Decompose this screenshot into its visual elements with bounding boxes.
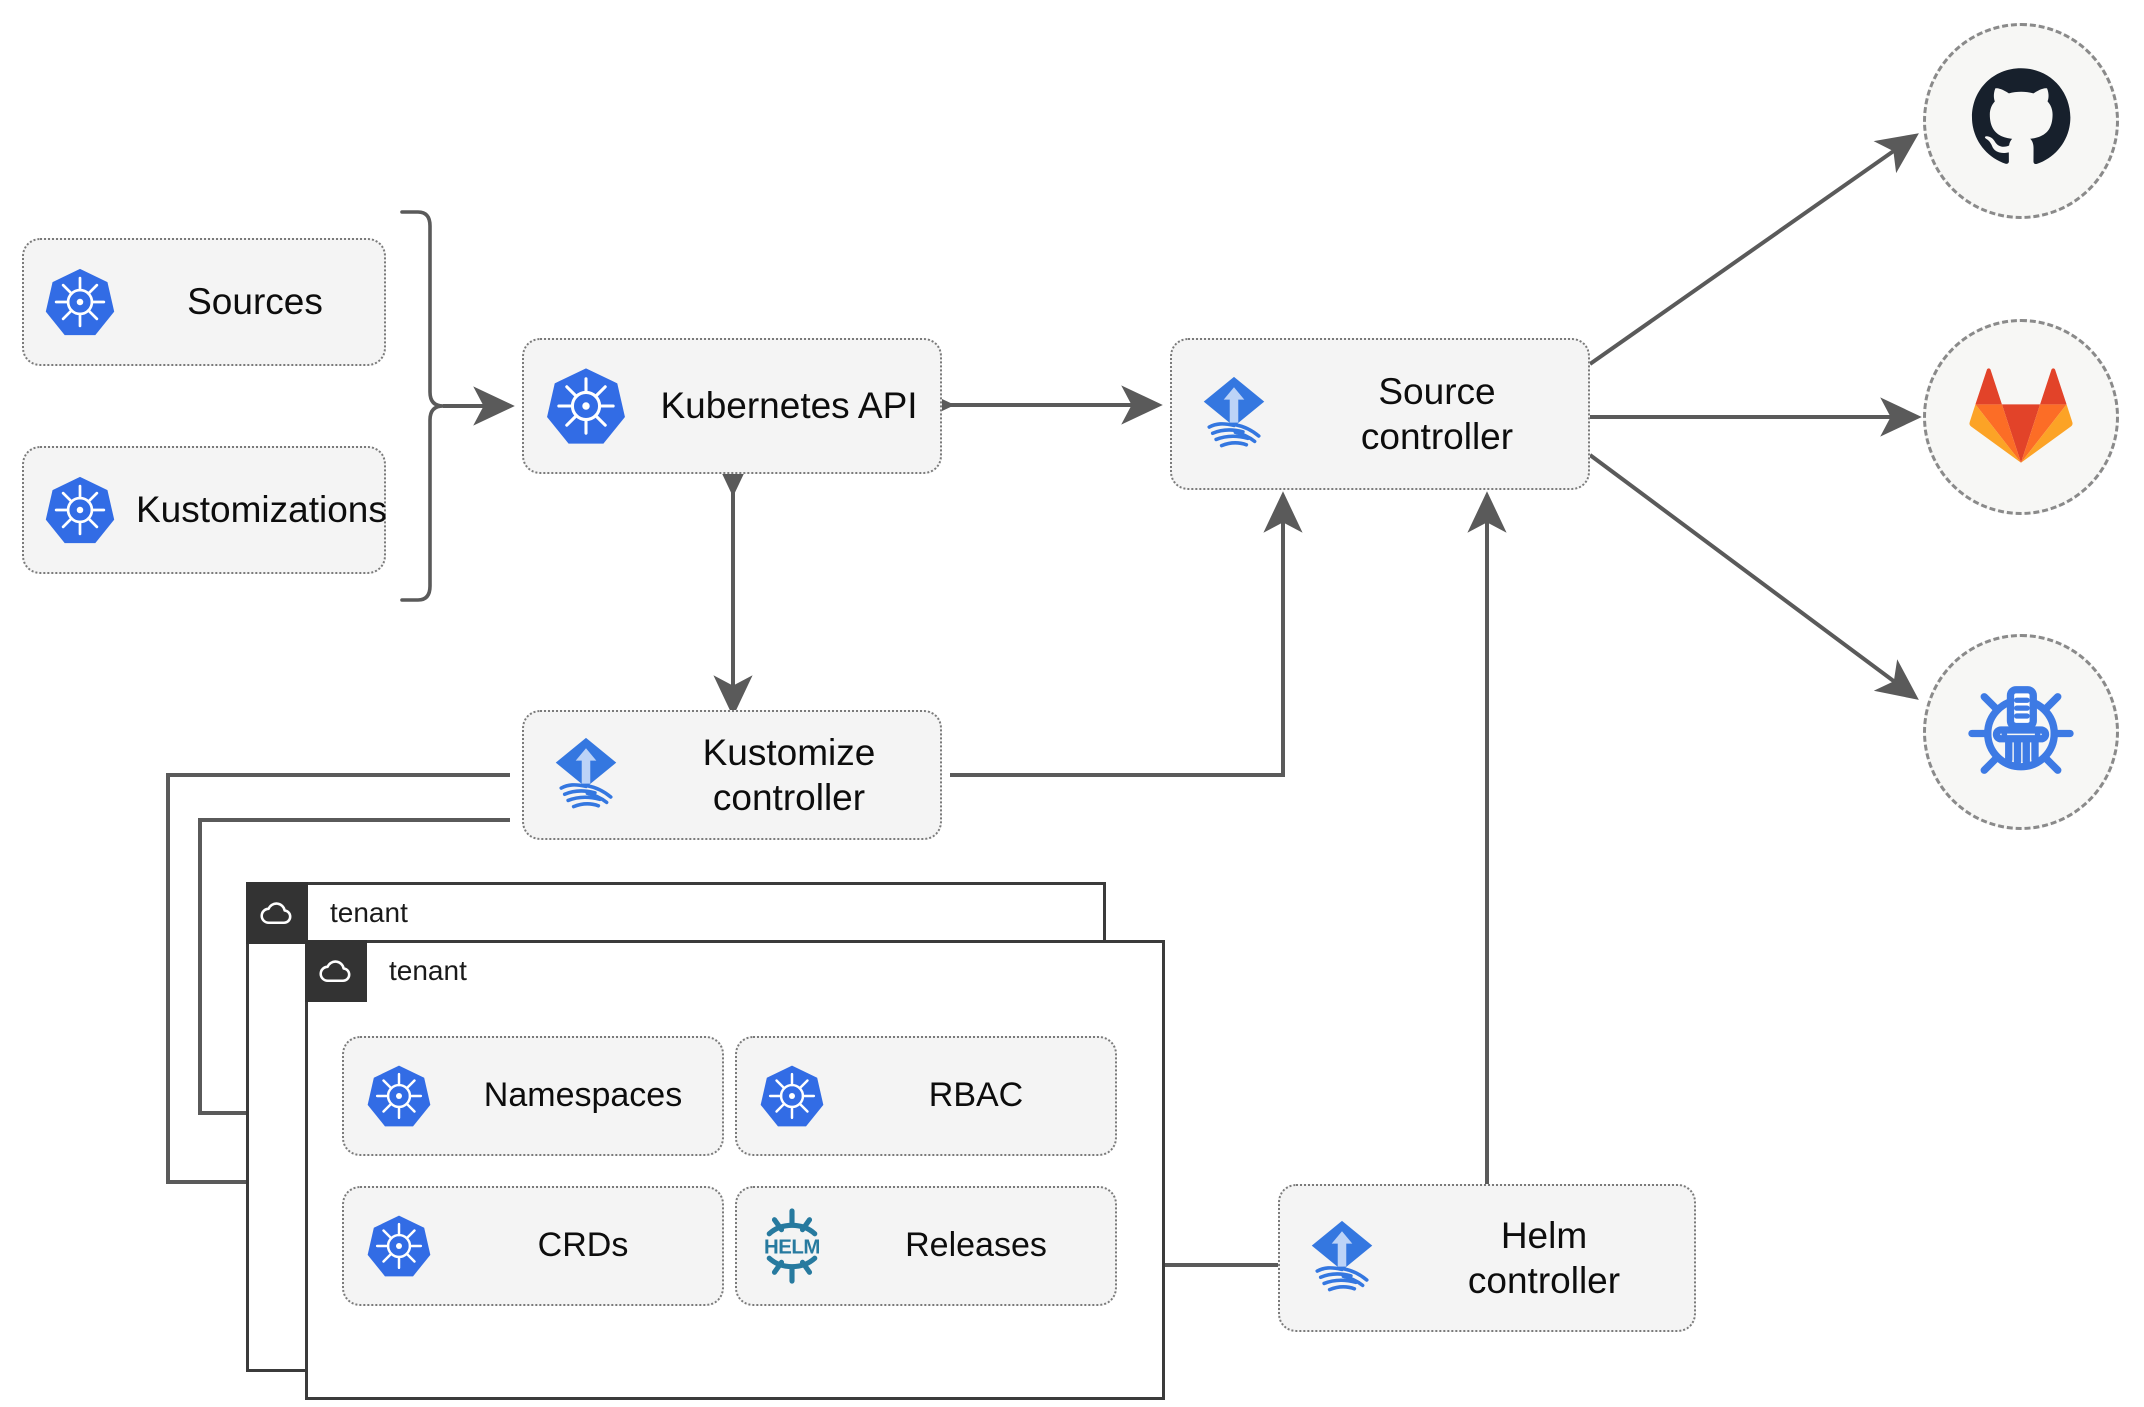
provider-bucket[interactable]: [1923, 634, 2119, 830]
tenant-item-rbac[interactable]: RBAC: [735, 1036, 1117, 1156]
flux-icon: [524, 731, 648, 819]
node-helm-controller[interactable]: Helm controller: [1278, 1184, 1696, 1332]
cloud-icon: [305, 940, 367, 1002]
node-label: Sources: [187, 281, 323, 323]
gitlab-icon: [1968, 362, 2074, 473]
node-source-controller[interactable]: Source controller: [1170, 338, 1590, 490]
node-label: Kustomize controller: [702, 731, 876, 818]
tenant-item-releases[interactable]: HELM Releases: [735, 1186, 1117, 1306]
kubernetes-icon: [24, 266, 136, 338]
tenant-label: tenant: [330, 897, 408, 928]
github-icon: [1968, 66, 2074, 177]
node-kustomize-controller[interactable]: Kustomize controller: [522, 710, 942, 840]
helm-icon: HELM: [737, 1204, 847, 1288]
provider-gitlab[interactable]: [1923, 319, 2119, 515]
kubernetes-icon: [737, 1063, 847, 1129]
provider-github[interactable]: [1923, 23, 2119, 219]
tenant-item-label: CRDs: [537, 1226, 629, 1265]
kubernetes-icon: [24, 474, 136, 546]
helm-repository-icon: [1965, 674, 2077, 791]
tenant-item-crds[interactable]: CRDs: [342, 1186, 724, 1306]
node-kustomizations[interactable]: Kustomizations: [22, 446, 387, 574]
tenant-item-label: Namespaces: [483, 1076, 683, 1115]
tenant-label: tenant: [389, 955, 467, 986]
flux-icon: [1172, 370, 1296, 458]
node-label: Kubernetes API: [660, 385, 918, 427]
node-label: Source controller: [1360, 370, 1514, 457]
tenant-tab: tenant: [305, 940, 467, 1002]
flux-icon: [1280, 1214, 1404, 1302]
node-sources[interactable]: Sources: [22, 238, 386, 366]
tenant-item-namespaces[interactable]: Namespaces: [342, 1036, 724, 1156]
kubernetes-icon: [524, 365, 648, 447]
cloud-icon: [246, 882, 308, 944]
node-label: Kustomizations: [136, 489, 387, 531]
tenant-frame-inner[interactable]: tenant: [305, 940, 1165, 1400]
svg-text:HELM: HELM: [764, 1237, 820, 1259]
tenant-tab: tenant: [246, 882, 408, 944]
kubernetes-icon: [344, 1213, 454, 1279]
node-label: Helm controller: [1467, 1214, 1621, 1301]
tenant-item-label: RBAC: [928, 1076, 1024, 1115]
kubernetes-icon: [344, 1063, 454, 1129]
tenant-item-label: Releases: [905, 1226, 1047, 1265]
node-kubernetes-api[interactable]: Kubernetes API: [522, 338, 942, 474]
